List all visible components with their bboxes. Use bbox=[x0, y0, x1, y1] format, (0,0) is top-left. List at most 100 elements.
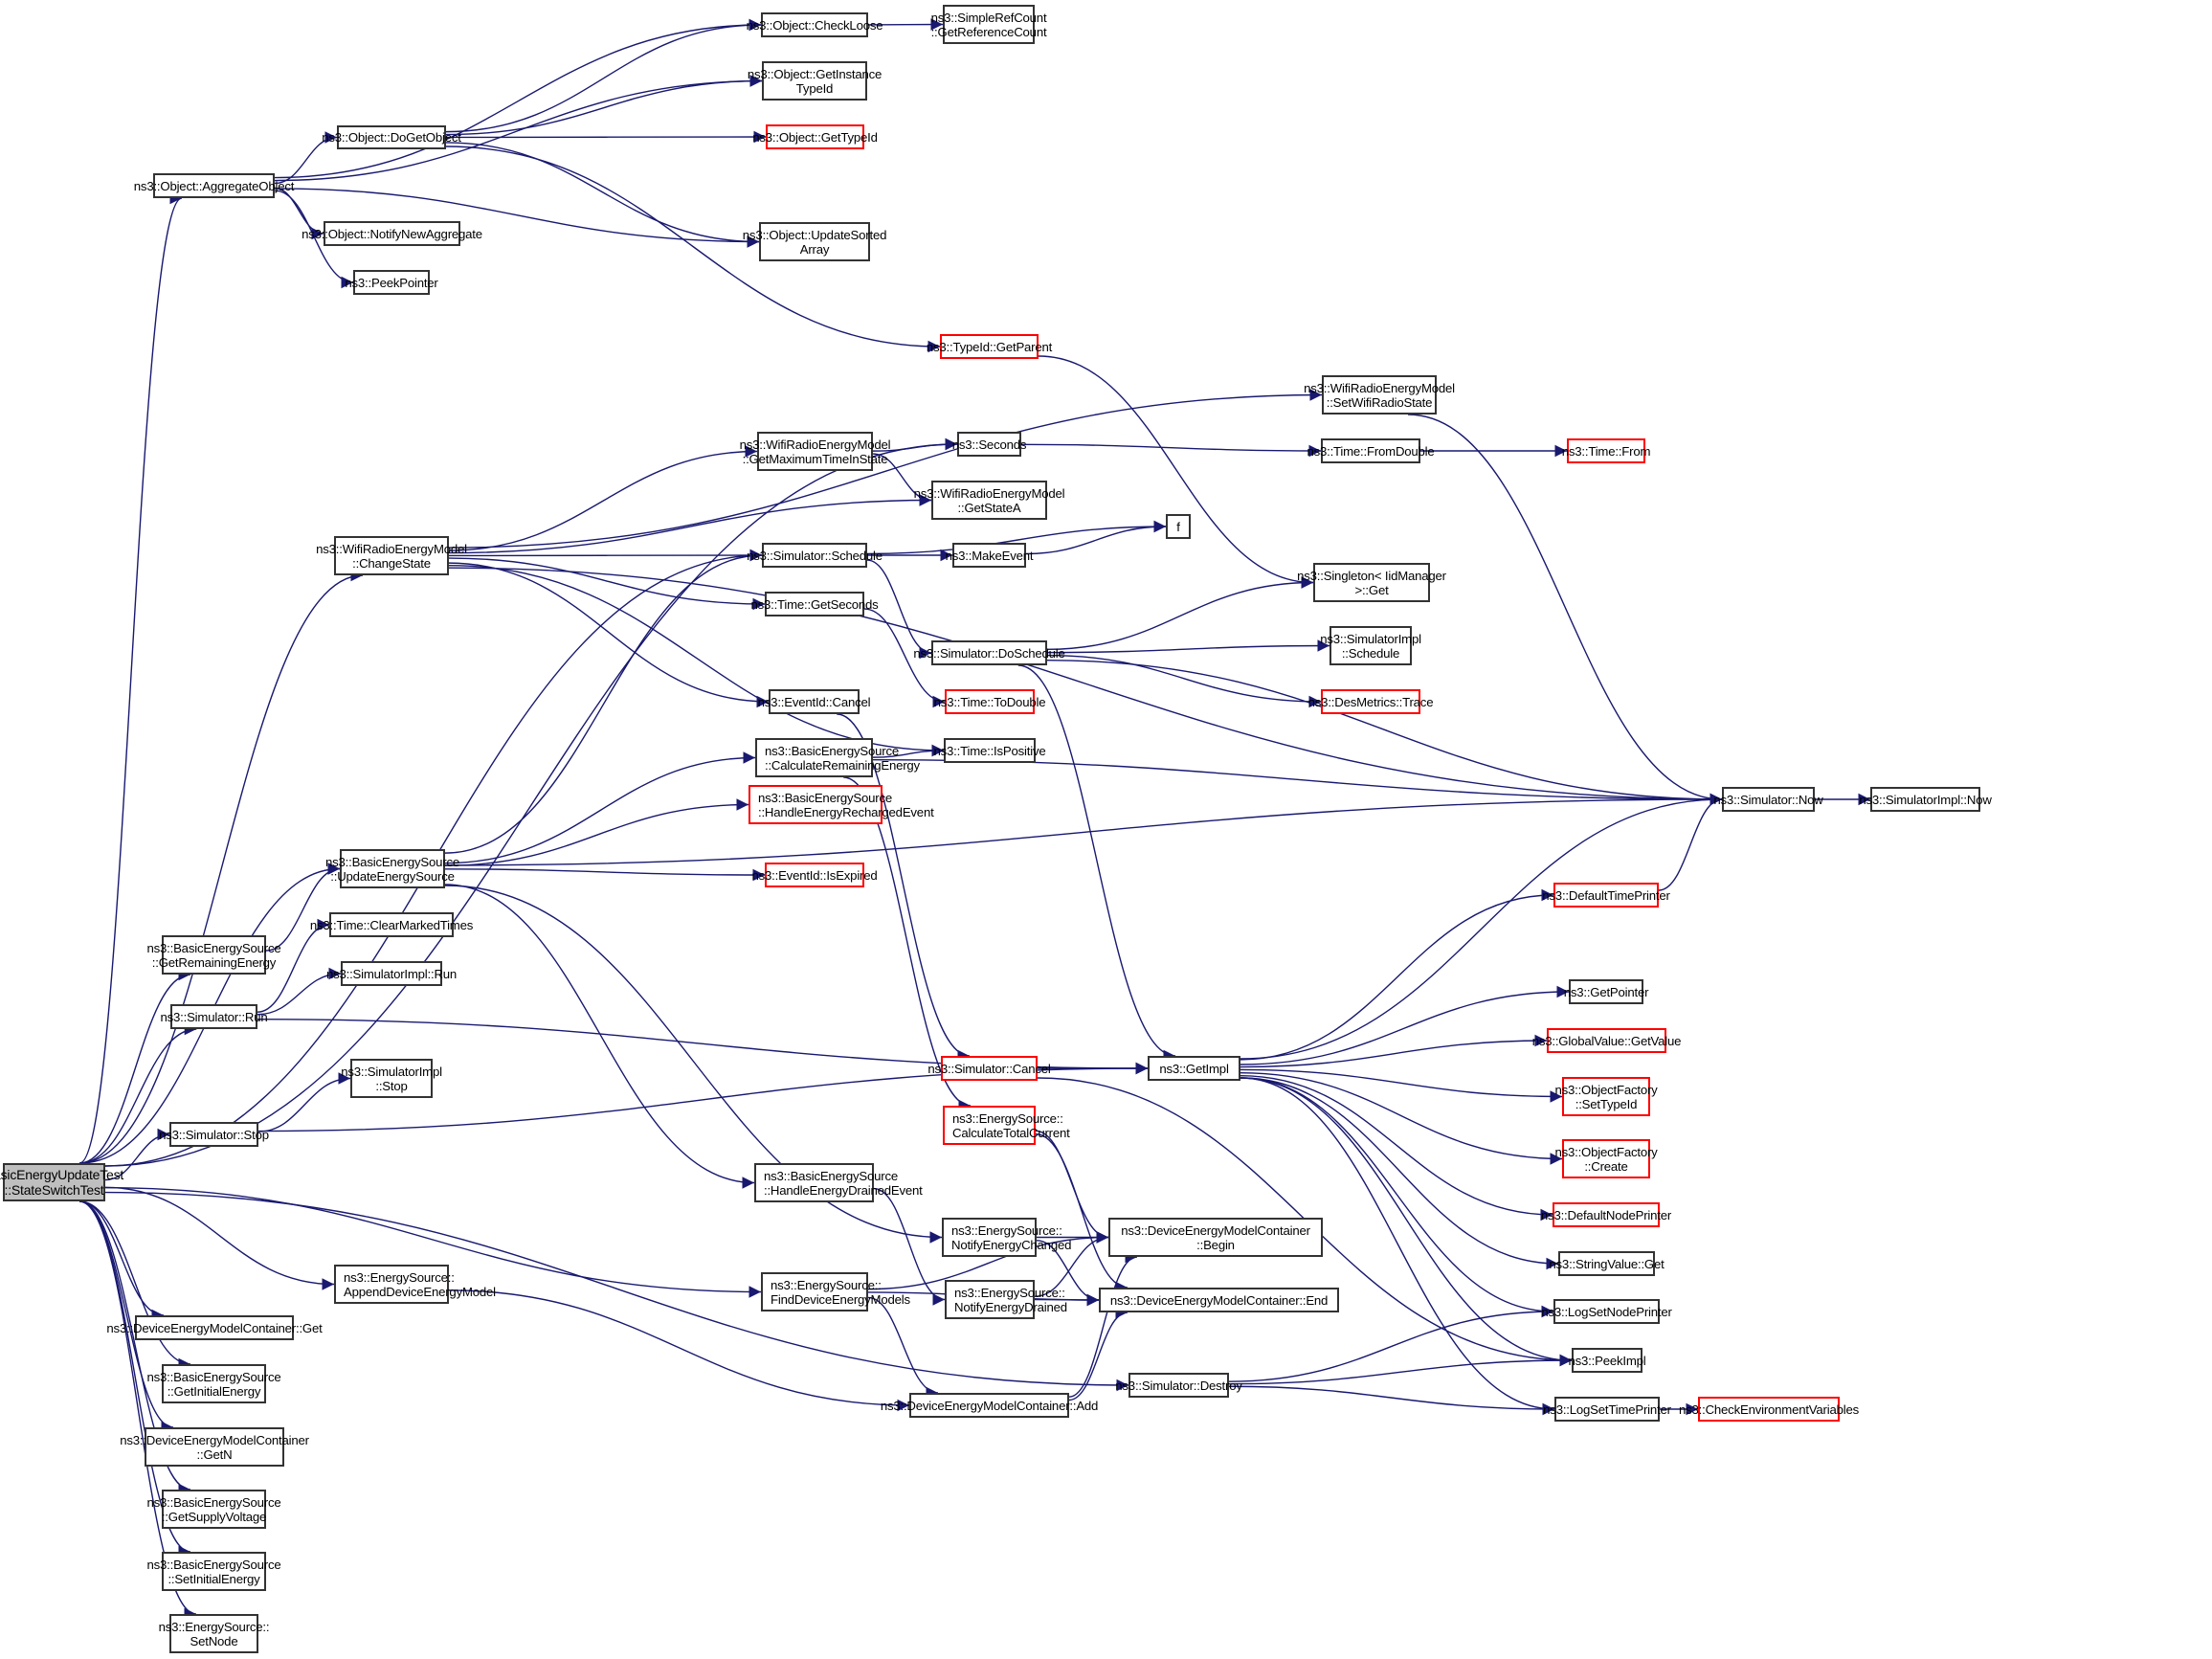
edge-seconds-to-fromdouble bbox=[1020, 443, 1322, 458]
node-peekimpl[interactable]: ns3::PeekImpl bbox=[1569, 1348, 1646, 1373]
node-makeevent[interactable]: ns3::MakeEvent bbox=[946, 543, 1034, 568]
edge-defaulttimeprinter-to-simnow bbox=[1658, 793, 1723, 891]
node-simdestroy[interactable]: ns3::Simulator::Destroy bbox=[1115, 1373, 1242, 1398]
node-getimpl[interactable]: ns3::GetImpl bbox=[1148, 1056, 1240, 1081]
node-simimplschedule[interactable]: ns3::SimulatorImpl ::Schedule bbox=[1320, 626, 1421, 665]
node-setwifiradiostate[interactable]: ns3::WifiRadioEnergyModel ::SetWifiRadio… bbox=[1304, 375, 1455, 415]
node-schedule[interactable]: ns3::Simulator::Schedule bbox=[747, 543, 883, 568]
node-label: ns3::MakeEvent bbox=[945, 548, 1034, 563]
node-demcbegin[interactable]: ns3::DeviceEnergyModelContainer ::Begin bbox=[1108, 1218, 1323, 1257]
node-checkenvvars[interactable]: ns3::CheckEnvironmentVariables bbox=[1679, 1397, 1859, 1422]
node-singletonget[interactable]: ns3::Singleton< IidManager >::Get bbox=[1297, 563, 1446, 602]
node-getinitialenergy[interactable]: ns3::BasicEnergySource ::GetInitialEnerg… bbox=[147, 1364, 281, 1403]
node-label: f bbox=[1176, 519, 1180, 534]
node-setnode[interactable]: ns3::EnergySource:: SetNode bbox=[159, 1614, 270, 1653]
node-demcend[interactable]: ns3::DeviceEnergyModelContainer::End bbox=[1099, 1288, 1339, 1312]
node-label: ns3::GlobalValue::GetValue bbox=[1531, 1033, 1682, 1048]
edge-simdestroy-to-logsetnodeprinter bbox=[1228, 1305, 1554, 1382]
node-label: ns3::ObjectFactory ::SetTypeId bbox=[1554, 1082, 1658, 1111]
node-globalvaluegetvalue[interactable]: ns3::GlobalValue::GetValue bbox=[1532, 1028, 1681, 1053]
node-notifychanged[interactable]: ns3::EnergySource:: NotifyEnergyChanged bbox=[942, 1218, 1071, 1257]
edge-changestate-to-getstatea bbox=[448, 494, 932, 554]
node-simstop[interactable]: ns3::Simulator::Stop bbox=[159, 1122, 269, 1147]
node-changestate[interactable]: ns3::WifiRadioEnergyModel ::ChangeState bbox=[316, 536, 467, 575]
node-updatesortedarray[interactable]: ns3::Object::UpdateSorted Array bbox=[743, 222, 886, 261]
node-label: ns3::Object::NotifyNewAggregate bbox=[302, 226, 482, 241]
node-seconds[interactable]: ns3::Seconds bbox=[952, 432, 1026, 457]
edge-getimpl-to-peekimpl bbox=[1240, 1077, 1573, 1367]
node-typeidgetparent[interactable]: ns3::TypeId::GetParent bbox=[927, 334, 1052, 359]
edge-root-to-getsupplyvoltage bbox=[79, 1200, 191, 1496]
edge-updateenergysource-to-calcremaining bbox=[444, 751, 756, 864]
node-defaulttimeprinter[interactable]: ns3::DefaultTimePrinter bbox=[1542, 883, 1670, 908]
node-dogetobject[interactable]: ns3::Object::DoGetObject bbox=[322, 125, 461, 149]
node-objgettypeid[interactable]: ns3::Object::GetTypeId bbox=[752, 124, 878, 149]
node-doschedule[interactable]: ns3::Simulator::DoSchedule bbox=[913, 640, 1065, 665]
node-getseconds[interactable]: ns3::Time::GetSeconds bbox=[750, 592, 879, 617]
node-eventidcancel[interactable]: ns3::EventId::Cancel bbox=[758, 689, 871, 714]
node-notifynewaggregate[interactable]: ns3::Object::NotifyNewAggregate bbox=[302, 221, 482, 246]
node-simimplnow[interactable]: ns3::SimulatorImpl::Now bbox=[1859, 787, 1992, 812]
node-simimplstop[interactable]: ns3::SimulatorImpl ::Stop bbox=[341, 1059, 442, 1098]
node-simnow[interactable]: ns3::Simulator::Now bbox=[1713, 787, 1823, 812]
node-demcget[interactable]: ns3::DeviceEnergyModelContainer::Get bbox=[106, 1315, 323, 1340]
node-checkloose[interactable]: ns3::Object::CheckLoose bbox=[747, 12, 883, 37]
node-logsettimeprinter[interactable]: ns3::LogSetTimePrinter bbox=[1543, 1397, 1671, 1422]
node-aggregate[interactable]: ns3::Object::AggregateObject bbox=[134, 173, 294, 198]
edge-changestate-to-getseconds bbox=[448, 557, 766, 611]
node-calcremaining[interactable]: ns3::BasicEnergySource ::CalculateRemain… bbox=[755, 738, 920, 777]
edge-root-to-aggregate bbox=[79, 191, 183, 1164]
edge-simdestroy-to-logsettimeprinter bbox=[1228, 1385, 1555, 1416]
edge-changestate-to-setwifiradiostate bbox=[448, 389, 1323, 549]
node-label: ns3::EventId::IsExpired bbox=[751, 867, 878, 883]
node-handlerecharged[interactable]: ns3::BasicEnergySource ::HandleEnergyRec… bbox=[749, 785, 934, 824]
node-isexpired[interactable]: ns3::EventId::IsExpired bbox=[752, 863, 878, 887]
node-simimplrun[interactable]: ns3::SimulatorImpl::Run bbox=[326, 961, 457, 986]
node-defaultnodeprinter[interactable]: ns3::DefaultNodePrinter bbox=[1541, 1202, 1671, 1227]
node-clearmarkedtimes[interactable]: ns3::Time::ClearMarkedTimes bbox=[310, 912, 473, 937]
node-setinitialenergy[interactable]: ns3::BasicEnergySource ::SetInitialEnerg… bbox=[147, 1552, 281, 1591]
node-label: ns3::WifiRadioEnergyModel ::SetWifiRadio… bbox=[1304, 380, 1455, 410]
node-notifydrained[interactable]: ns3::EnergySource:: NotifyEnergyDrained bbox=[945, 1280, 1067, 1319]
node-label: ns3::EventId::Cancel bbox=[757, 694, 871, 709]
node-handledrained[interactable]: ns3::BasicEnergySource ::HandleEnergyDra… bbox=[754, 1163, 923, 1202]
node-getstatea[interactable]: ns3::WifiRadioEnergyModel ::GetStateA bbox=[914, 481, 1065, 520]
node-getinstancetypeid[interactable]: ns3::Object::GetInstance TypeId bbox=[748, 61, 882, 101]
node-peekpointer[interactable]: ns3::PeekPointer bbox=[345, 270, 438, 295]
edge-changestate-to-simnow bbox=[448, 567, 1723, 806]
node-ispositive[interactable]: ns3::Time::IsPositive bbox=[934, 738, 1046, 763]
node-calctotalcurrent[interactable]: ns3::EnergySource:: CalculateTotalCurren… bbox=[943, 1106, 1070, 1145]
node-demcgetn[interactable]: ns3::DeviceEnergyModelContainer ::GetN bbox=[120, 1427, 309, 1467]
node-label: ns3::GetImpl bbox=[1159, 1061, 1229, 1076]
node-stringvalueget[interactable]: ns3::StringValue::Get bbox=[1549, 1251, 1665, 1276]
node-logsetnodeprinter[interactable]: ns3::LogSetNodePrinter bbox=[1541, 1299, 1672, 1324]
node-label: ns3::Object::GetInstance TypeId bbox=[747, 66, 883, 96]
node-getrefcount[interactable]: ns3::SimpleRefCount ::GetReferenceCount bbox=[931, 5, 1047, 44]
edge-changestate-to-eventidcancel bbox=[448, 562, 770, 708]
node-finddems[interactable]: ns3::EnergySource:: FindDeviceEnergyMode… bbox=[761, 1272, 910, 1312]
node-getpointer[interactable]: ns3::GetPointer bbox=[1564, 979, 1649, 1004]
node-getremaining[interactable]: ns3::BasicEnergySource ::GetRemainingEne… bbox=[147, 935, 281, 975]
node-label: ns3::EnergySource:: SetNode bbox=[158, 1619, 270, 1648]
node-desmetricstrace[interactable]: ns3::DesMetrics::Trace bbox=[1308, 689, 1434, 714]
node-f[interactable]: f bbox=[1166, 514, 1191, 539]
node-timefrom[interactable]: ns3::Time::From bbox=[1562, 438, 1650, 463]
node-label: ns3::EnergySource:: NotifyEnergyDrained bbox=[954, 1285, 1067, 1314]
node-updateenergysource[interactable]: ns3::BasicEnergySource ::UpdateEnergySou… bbox=[325, 849, 459, 888]
node-label: ns3::BasicEnergySource ::HandleEnergyDra… bbox=[764, 1168, 923, 1198]
node-objfactorycreate[interactable]: ns3::ObjectFactory ::Create bbox=[1554, 1139, 1658, 1178]
node-simrun[interactable]: ns3::Simulator::Run bbox=[161, 1004, 268, 1029]
node-getsupplyvoltage[interactable]: ns3::BasicEnergySource ::GetSupplyVoltag… bbox=[147, 1490, 281, 1529]
node-root: BasicEnergyUpdateTest ::StateSwitchTest bbox=[0, 1163, 123, 1201]
node-fromdouble[interactable]: ns3::Time::FromDouble bbox=[1307, 438, 1435, 463]
node-objfactorysettypeid[interactable]: ns3::ObjectFactory ::SetTypeId bbox=[1554, 1077, 1658, 1116]
node-appenddem[interactable]: ns3::EnergySource:: AppendDeviceEnergyMo… bbox=[334, 1265, 496, 1304]
edge-demcadd-to-demcend bbox=[1068, 1306, 1128, 1401]
node-simcancel[interactable]: ns3::Simulator::Cancel bbox=[927, 1056, 1051, 1081]
node-demcadd[interactable]: ns3::DeviceEnergyModelContainer::Add bbox=[881, 1393, 1098, 1418]
node-label: ns3::WifiRadioEnergyModel ::GetMaximumTi… bbox=[739, 437, 891, 466]
edge-updateenergysource-to-isexpired bbox=[444, 868, 766, 882]
node-label: ns3::SimulatorImpl::Now bbox=[1859, 792, 1992, 807]
node-getmaxtimeinstate[interactable]: ns3::WifiRadioEnergyModel ::GetMaximumTi… bbox=[740, 432, 891, 471]
node-todouble[interactable]: ns3::Time::ToDouble bbox=[934, 689, 1046, 714]
